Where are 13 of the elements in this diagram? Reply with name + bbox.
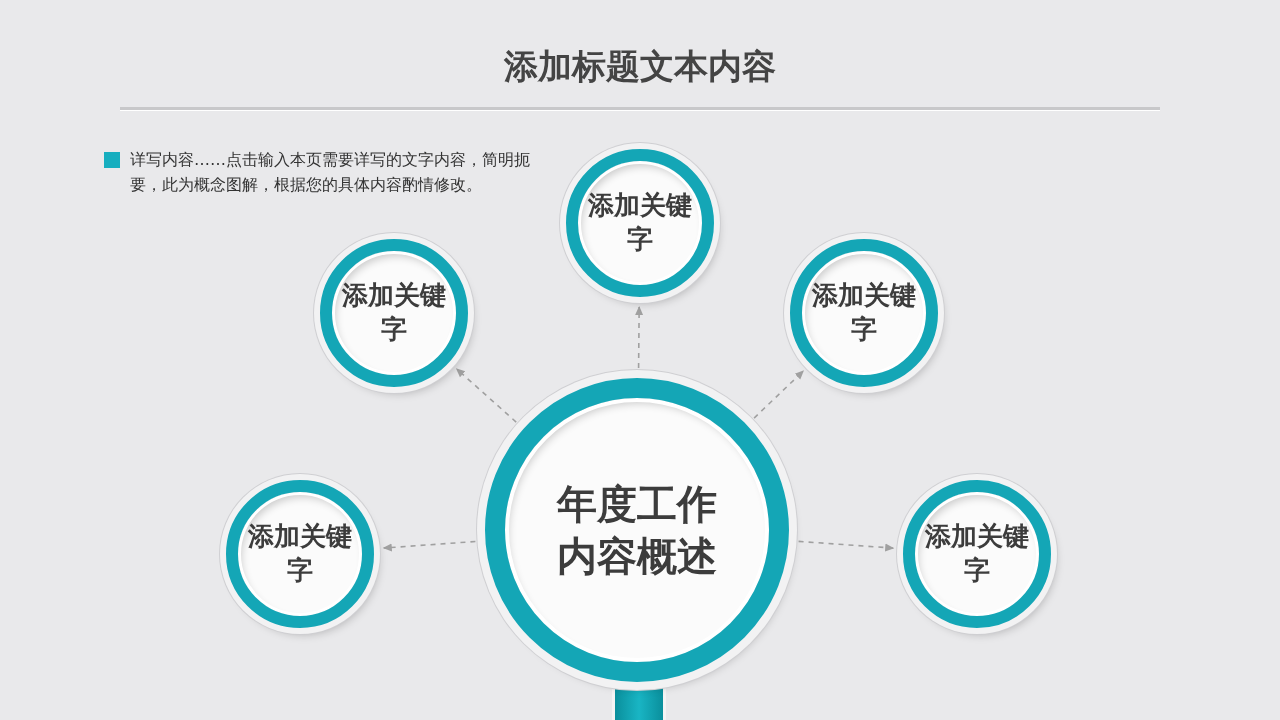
arrow <box>635 306 644 369</box>
node-label: 年度工作内容概述 <box>555 480 718 581</box>
node-label: 添加关键字 <box>811 279 917 346</box>
node-label: 添加关键字 <box>247 520 353 587</box>
arrow <box>382 540 477 552</box>
arrow <box>455 368 517 423</box>
node-label: 添加关键字 <box>587 189 693 256</box>
node-label: 添加关键字 <box>341 279 447 346</box>
arrow <box>797 540 895 552</box>
arrow <box>753 370 805 419</box>
title: 添加标题文本内容 <box>503 45 777 88</box>
node-label: 添加关键字 <box>924 520 1030 587</box>
note-text: 详写内容……点击输入本页需要详写的文字内容，简明扼要，此为概念图解，根据您的具体内容酌情修改。 <box>130 149 530 196</box>
